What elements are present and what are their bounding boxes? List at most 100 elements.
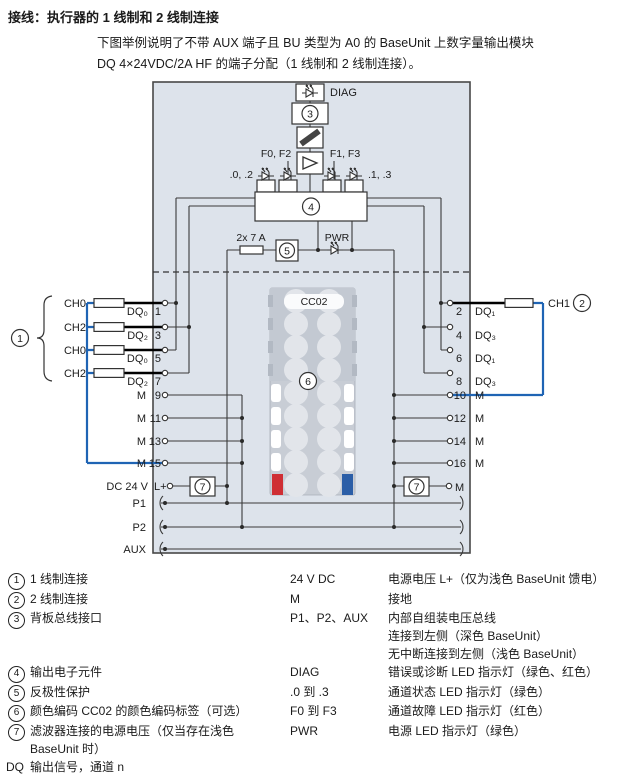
aux-label: AUX bbox=[123, 544, 146, 556]
terminal-signal: DQ₂ bbox=[127, 376, 148, 388]
legend-term-desc: 接地 bbox=[388, 591, 413, 606]
terminal-number: 12 bbox=[454, 413, 466, 425]
legend-term-desc: 电源 LED 指示灯（绿色） bbox=[388, 723, 527, 738]
diag-label: DIAG bbox=[330, 87, 357, 99]
terminal-number: 10 bbox=[454, 390, 466, 402]
legend-term-desc: 错误或诊断 LED 指示灯（绿色、红色） bbox=[388, 665, 599, 679]
legend-term-desc: 电源电压 L+（仅为浅色 BaseUnit 馈电） bbox=[388, 572, 605, 586]
terminal-number: 8 bbox=[456, 376, 462, 388]
legend-desc: 1 线制连接 bbox=[30, 572, 89, 586]
ch-label: CH2 bbox=[64, 368, 86, 380]
circled-4: 4 bbox=[308, 202, 314, 214]
terminal-signal: DQ₂ bbox=[127, 330, 148, 342]
terminal-signal: M bbox=[137, 458, 146, 470]
legend-symbol: 6 bbox=[0, 702, 30, 722]
terminal-contacts bbox=[161, 299, 454, 490]
terminal-number: 7 bbox=[155, 376, 161, 388]
legend-desc: 滤波器连接的电源电压（仅当存在浅色 BaseUnit 时） bbox=[30, 723, 235, 756]
circled-6: 6 bbox=[305, 376, 311, 388]
legend-term: PWR bbox=[290, 723, 318, 738]
circled-5: 5 bbox=[284, 246, 290, 258]
legend: 1 1 线制连接 24 V DC 电源电压 L+（仅为浅色 BaseUnit 馈… bbox=[0, 570, 640, 776]
fuse-symbol bbox=[239, 245, 264, 255]
circled-3: 3 bbox=[307, 109, 313, 121]
legend-symbol: 7 bbox=[0, 722, 30, 758]
terminal-number: 3 bbox=[155, 330, 161, 342]
legend-term: P1、P2、AUX bbox=[290, 611, 369, 625]
power-bus-rails bbox=[159, 495, 464, 557]
legend-symbol: 2 bbox=[0, 590, 30, 609]
terminal-signal: DQ₁ bbox=[475, 353, 496, 365]
legend-desc: 输出电子元件 bbox=[30, 665, 103, 679]
terminal-number: 1 bbox=[155, 306, 161, 318]
terminal-signal: DQ₀ bbox=[127, 306, 148, 318]
group-brace bbox=[36, 295, 53, 382]
terminal-signal: M bbox=[137, 436, 146, 448]
led-left-label: .0, .2 bbox=[230, 169, 254, 181]
terminal-number: 15 bbox=[149, 458, 161, 470]
dc24v-label: DC 24 V bbox=[106, 481, 148, 493]
legend-term-desc: 内部自组装电压总线 连接到左侧（深色 BaseUnit） 无中断连接到左侧（浅色… bbox=[388, 611, 585, 661]
legend-term-desc: 通道状态 LED 指示灯（绿色） bbox=[388, 684, 551, 699]
wiring-diagram: CC02 6 DIAG 3 F0, F2 F1, F3 .0, .2 .1, .… bbox=[10, 81, 592, 557]
legend-desc: 颜色编码 CC02 的颜色编码标签（可选） bbox=[30, 704, 248, 718]
circled-2: 2 bbox=[579, 298, 585, 310]
p2-label: P2 bbox=[133, 522, 146, 534]
fuse-label: 2x 7 A bbox=[236, 232, 265, 244]
ch-label: CH0 bbox=[64, 345, 86, 357]
terminal-number: 5 bbox=[155, 353, 161, 365]
terminal-signal: M bbox=[475, 436, 484, 448]
legend-term: DIAG bbox=[290, 665, 320, 679]
terminal-signal: M bbox=[137, 390, 146, 402]
ch-label: CH2 bbox=[64, 322, 86, 334]
f1-f3-label: F1, F3 bbox=[330, 148, 361, 160]
isolation-barrier bbox=[296, 126, 324, 149]
legend-desc: 2 线制连接 bbox=[30, 591, 89, 606]
coding-tab-blue bbox=[342, 474, 353, 495]
ch1-label: CH1 bbox=[548, 298, 570, 310]
terminal-number: 16 bbox=[454, 458, 466, 470]
terminal-number: 2 bbox=[456, 306, 462, 318]
intro-line-2: DQ 4×24VDC/2A HF 的端子分配（1 线制和 2 线制连接）。 bbox=[97, 57, 422, 71]
pwr-label: PWR bbox=[325, 232, 350, 244]
terminal-signal: M bbox=[137, 413, 146, 425]
terminal-signal: DQ₁ bbox=[475, 306, 496, 318]
terminal-number: 11 bbox=[150, 413, 161, 425]
diag-led bbox=[295, 83, 325, 102]
amplifier bbox=[296, 151, 324, 175]
intro-paragraph: 下图举例说明了不带 AUX 端子且 BU 类型为 A0 的 BaseUnit 上… bbox=[97, 33, 537, 75]
cc02-coding-block: CC02 6 bbox=[268, 287, 357, 497]
coding-tab-red bbox=[272, 474, 283, 495]
legend-term: M bbox=[290, 591, 300, 606]
legend-symbol: 3 bbox=[0, 609, 30, 663]
reverse-polarity-protection: 5 bbox=[275, 239, 299, 262]
circled-1: 1 bbox=[17, 333, 23, 345]
legend-desc: 输出信号，通道 n bbox=[30, 759, 125, 774]
legend-symbol: 1 bbox=[0, 570, 30, 590]
terminal-number: 13 bbox=[149, 436, 161, 448]
legend-term bbox=[290, 758, 388, 776]
p1-label: P1 bbox=[133, 498, 146, 510]
output-electronics: 4 bbox=[254, 191, 368, 222]
legend-term: F0 到 F3 bbox=[290, 704, 337, 718]
ch-label: CH0 bbox=[64, 298, 86, 310]
terminal-number: 4 bbox=[456, 330, 462, 342]
cc02-label: CC02 bbox=[301, 296, 328, 308]
legend-term: 24 V DC bbox=[290, 572, 336, 586]
page-title: 接线：执行器的 1 线制和 2 线制连接 bbox=[8, 10, 219, 25]
legend-term-desc bbox=[388, 758, 640, 776]
legend-symbol: DQ bbox=[6, 759, 24, 774]
terminal-number: 6 bbox=[456, 353, 462, 365]
f0-f2-label: F0, F2 bbox=[261, 148, 292, 160]
backplane-bus-interface: 3 bbox=[291, 102, 329, 125]
filter-box-left: 7 bbox=[189, 476, 216, 497]
right-actuator bbox=[452, 298, 545, 397]
intro-line-1: 下图举例说明了不带 AUX 端子且 BU 类型为 A0 的 BaseUnit 上… bbox=[97, 36, 534, 50]
terminal-signal: DQ₃ bbox=[475, 330, 496, 342]
legend-symbol: 5 bbox=[0, 683, 30, 702]
terminal-signal: DQ₀ bbox=[127, 353, 148, 365]
legend-term-desc: 通道故障 LED 指示灯（红色） bbox=[388, 704, 551, 718]
legend-desc: 背板总线接口 bbox=[30, 611, 103, 625]
terminal-signal: DQ₃ bbox=[475, 376, 496, 388]
filter-box-right: 7 bbox=[403, 476, 430, 497]
